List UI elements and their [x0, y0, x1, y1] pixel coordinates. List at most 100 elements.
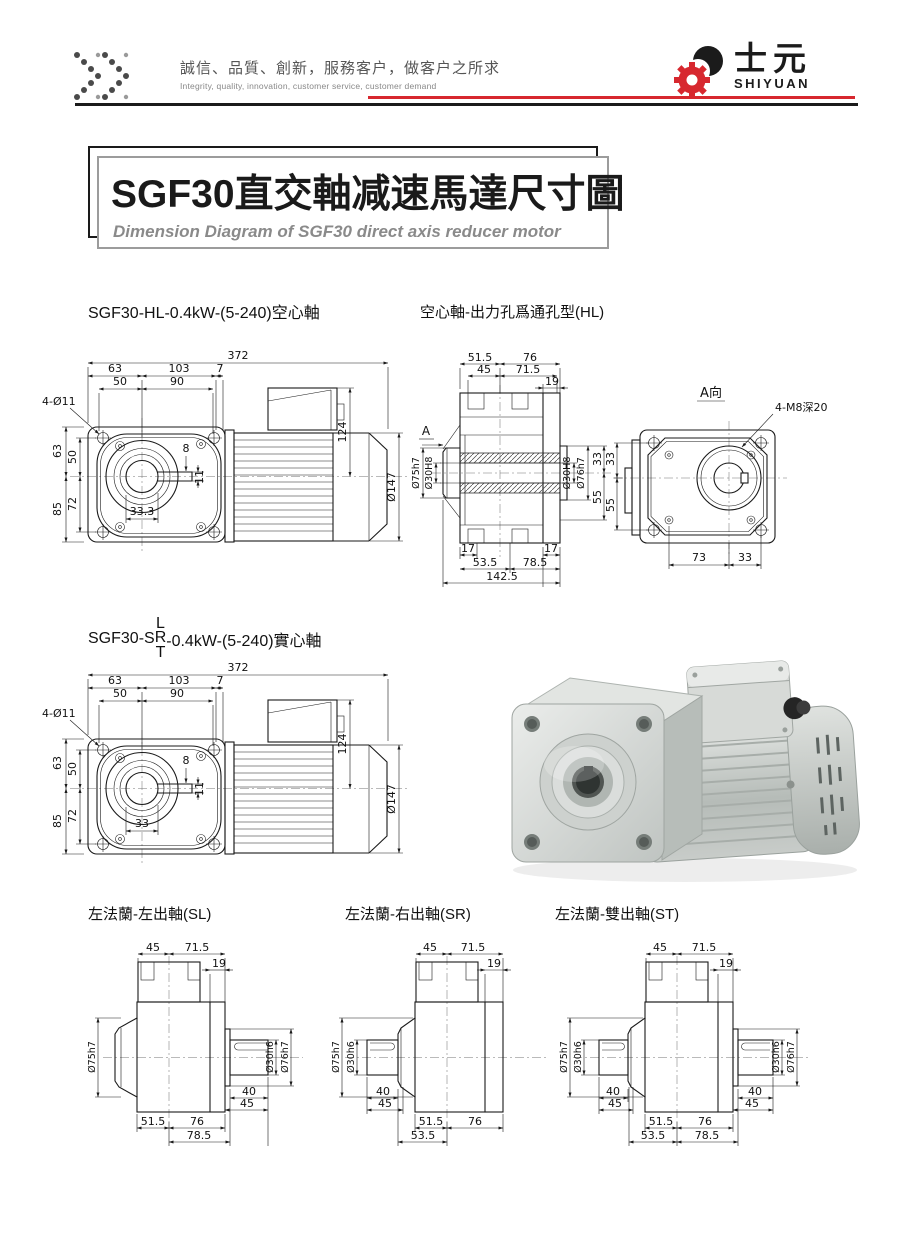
dim-r2: 45: [745, 1097, 759, 1110]
dim-l1: 40: [376, 1085, 390, 1098]
dim-len3: 7: [217, 362, 224, 375]
dim-motor-od: Ø147: [385, 784, 398, 814]
dim-b4: 78.5: [695, 1129, 720, 1142]
flange-holes: [524, 716, 652, 850]
dim-w2: 76: [523, 351, 537, 364]
st-body: [598, 961, 774, 1113]
drawing-sl: 45 71.5 19 Ø75h7 Ø30h6 Ø76h7 40 45 51.5 …: [87, 941, 303, 1146]
dim-b1: 17: [461, 542, 475, 555]
dim-hub: Ø75h7: [559, 1041, 570, 1073]
front-view: [87, 738, 226, 855]
dim-bore-l: Ø30H8: [424, 457, 435, 490]
dim-plate: 19: [212, 957, 226, 970]
dim-key-d: 11: [193, 470, 206, 484]
dim-w2: 71.5: [692, 941, 717, 954]
dim-holes: 4-Ø11: [42, 395, 76, 408]
dim-w2: 71.5: [461, 941, 486, 954]
dim-box: 124: [336, 734, 349, 755]
dim-v2: 55: [604, 498, 617, 512]
page-title: SGF30直交軸减速馬達尺寸圖: [111, 173, 625, 216]
dim-b2: 76: [698, 1115, 712, 1128]
dim-shaft-r: Ø30h6: [771, 1041, 782, 1073]
dim-v2: 50: [66, 450, 79, 464]
dim-b2: 33: [738, 551, 752, 564]
shadow: [513, 858, 857, 882]
brand-zh: 士元: [734, 40, 812, 77]
dim-v2: 50: [66, 762, 79, 776]
dim-b3: 78.5: [187, 1129, 212, 1142]
section-label-hl-type: 空心軸-出力孔爲通孔型(HL): [420, 304, 605, 321]
side-view: [224, 699, 388, 855]
dim-holes: 4-Ø11: [42, 707, 76, 720]
section-label-sr: 左法蘭-右出軸(SR): [345, 906, 471, 923]
page-subtitle: Dimension Diagram of SGF30 direct axis r…: [113, 222, 561, 241]
dim-l2: 45: [240, 1097, 254, 1110]
dim-hub: Ø75h7: [411, 457, 422, 489]
drawing-hl-front-side: 372 63 103 7 50 90 63 50 85 72 4-Ø11 8 1…: [42, 349, 408, 552]
section-label-sl: 左法蘭-左出軸(SL): [88, 906, 212, 923]
dim-len4: 50: [113, 375, 127, 388]
dim-bore: 33.3: [130, 505, 155, 518]
dim-total: 372: [228, 349, 249, 362]
section-label-hl-model: SGF30-HL-0.4kW-(5-240)空心軸: [88, 305, 320, 322]
header-red-line: [368, 96, 855, 99]
motor-screw: [786, 780, 795, 789]
section-body: [440, 392, 568, 544]
sr-body: [366, 961, 504, 1113]
dim-b3: 53.5: [641, 1129, 666, 1142]
dim-v3: 85: [51, 814, 64, 828]
drawing-a-view: A向 4-M8深20: [604, 385, 827, 569]
side-view: [224, 387, 388, 543]
dim-w1: 51.5: [468, 351, 493, 364]
dim-spigot: Ø76h7: [576, 457, 587, 489]
dim-len3: 7: [217, 674, 224, 687]
dim-len1: 63: [108, 362, 122, 375]
dim-key-w: 8: [183, 442, 190, 455]
gearbox: [511, 677, 704, 863]
dim-w3: 45: [477, 363, 491, 376]
dim-plate: 19: [487, 957, 501, 970]
gear-logo-icon: [674, 46, 723, 98]
dim-plate: 19: [719, 957, 733, 970]
dim-hub: Ø75h7: [331, 1041, 342, 1073]
dim-spigot: Ø76h7: [786, 1041, 797, 1073]
dim-b2: 76: [468, 1115, 482, 1128]
dim-b1: 51.5: [419, 1115, 444, 1128]
dim-w1: 45: [423, 941, 437, 954]
dim-b3: 53.5: [411, 1129, 436, 1142]
dim-b3: 53.5: [473, 556, 498, 569]
dim-r1: 40: [748, 1085, 762, 1098]
drawing-hl-section: 51.5 76 45 71.5 19 Ø75h7 Ø30H8 Ø30H8 Ø76…: [411, 351, 612, 587]
terminal-box: [686, 660, 811, 744]
sl-body: [114, 961, 269, 1113]
dim-v4: 72: [66, 497, 79, 511]
dim-len2: 103: [169, 362, 190, 375]
dim-plate: 19: [545, 375, 559, 388]
dim-w1: 45: [653, 941, 667, 954]
dim-v4: 72: [66, 809, 79, 823]
dim-len5: 90: [170, 687, 184, 700]
front-view: [87, 426, 226, 543]
drawing-solid-front-side: 372 63 103 7 50 90 63 50 85 72 4-Ø11 8 1…: [42, 661, 408, 864]
chevron-dots-icon: [74, 52, 129, 100]
a-view-body: [624, 429, 776, 544]
dim-l1: 40: [606, 1085, 620, 1098]
dim-l2: 45: [608, 1097, 622, 1110]
dim-len4: 50: [113, 687, 127, 700]
dim-b4: 78.5: [523, 556, 548, 569]
dim-v1: 33: [604, 452, 617, 466]
product-photo: [511, 660, 860, 882]
dim-bore: 33: [135, 817, 149, 830]
dim-b1: 51.5: [649, 1115, 674, 1128]
dim-v1: 63: [51, 756, 64, 770]
dim-l1: 40: [242, 1085, 256, 1098]
company-logo: 士元 SHIYUAN: [672, 42, 812, 102]
dim-box: 124: [336, 422, 349, 443]
header-black-line: [75, 103, 858, 106]
dim-b1: 73: [692, 551, 706, 564]
dimensions: 45 71.5 19 Ø75h7 Ø30h6 Ø76h7 40 45 51.5 …: [87, 941, 294, 1146]
slogan-en: Integrity, quality, innovation, customer…: [180, 81, 437, 91]
